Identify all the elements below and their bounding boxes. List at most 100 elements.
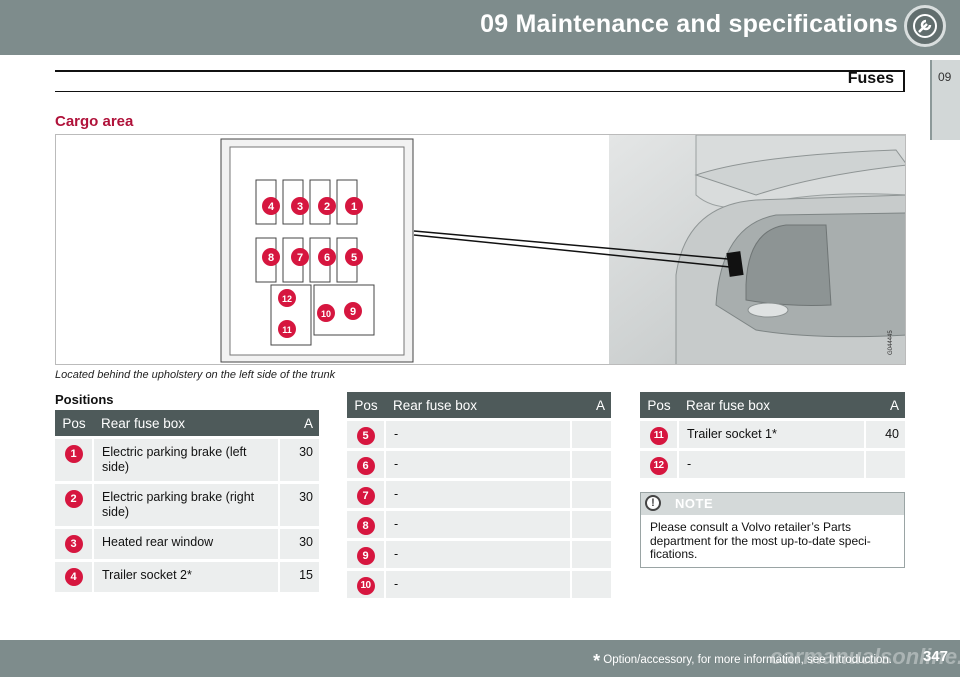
position-badge: 7 (356, 487, 375, 505)
col-amps: A (571, 392, 611, 420)
fuse-marker (278, 289, 296, 307)
description-cell: - (384, 568, 571, 598)
position-badge: 3 (64, 535, 83, 553)
section-title: Fuses (847, 70, 894, 87)
fuse-marker (318, 248, 336, 266)
amperage-cell: 40 (864, 418, 905, 450)
fuse-marker-label: 12 (282, 294, 292, 304)
col-rear-fuse-box: Rear fuse box (678, 392, 865, 420)
figure-caption: Located behind the upholstery on the lef… (55, 369, 336, 381)
position-badge: 12 (649, 457, 668, 475)
pos-cell: 11 (640, 418, 678, 450)
fuse-marker-label: 7 (297, 252, 303, 264)
col-pos: Pos (347, 392, 385, 420)
fuse-marker-label: 10 (321, 309, 331, 319)
position-badge: 1 (64, 445, 83, 463)
fuse-marker (262, 197, 280, 215)
amperage-cell: 30 (278, 481, 319, 528)
description-cell: - (384, 448, 571, 480)
table-row: 10- (347, 568, 611, 598)
amperage-cell (570, 538, 611, 570)
table-row: 8- (347, 508, 611, 540)
asterisk: * (593, 651, 601, 671)
pos-cell: 12 (640, 448, 678, 478)
footer-bar (0, 640, 960, 677)
fuse-marker-label: 6 (324, 252, 330, 264)
fuse-marker-label: 9 (350, 306, 356, 318)
table-row: 7- (347, 478, 611, 510)
col-pos: Pos (640, 392, 678, 420)
position-badge: 9 (356, 547, 375, 565)
description-cell: Trailer socket 1* (677, 418, 865, 450)
pos-cell: 5 (347, 418, 385, 450)
amperage-cell (570, 418, 611, 450)
description-cell: - (384, 478, 571, 510)
description-cell: - (384, 508, 571, 540)
positions-heading: Positions (55, 392, 114, 407)
section-bar (55, 70, 905, 92)
pos-cell: 6 (347, 448, 385, 480)
description-cell: Electric parking brake (left side) (92, 436, 279, 483)
description-cell: Heated rear window (92, 526, 279, 561)
pos-cell: 3 (55, 526, 93, 561)
fuse-marker-label: 3 (297, 201, 303, 213)
pos-cell: 2 (55, 481, 93, 528)
image-code: G044445 (888, 330, 894, 355)
pos-cell: 10 (347, 568, 385, 598)
pos-cell: 4 (55, 559, 93, 592)
watermark: carmanualsonline.info (770, 644, 960, 669)
fuse-marker-label: 8 (268, 252, 274, 264)
pos-cell: 1 (55, 436, 93, 483)
amperage-cell: 30 (278, 436, 319, 483)
fuse-marker (291, 248, 309, 266)
position-badge: 10 (356, 577, 375, 595)
footer-note: * Option/accessory, for more information… (593, 651, 892, 672)
fuse-marker (317, 304, 335, 322)
position-badge: 8 (356, 517, 375, 535)
chapter-side-tab[interactable] (930, 60, 960, 140)
col-pos: Pos (55, 410, 93, 438)
description-cell: - (384, 538, 571, 570)
col-amps: A (865, 392, 905, 420)
fuse-marker-label: 4 (268, 201, 275, 213)
fuse-marker (262, 248, 280, 266)
fuse-marker (278, 320, 296, 338)
table-row: 12- (640, 448, 905, 478)
side-tab-label: 09 (938, 70, 952, 84)
section-bar-rule (55, 70, 905, 72)
col-amps: A (279, 410, 319, 438)
info-icon: ! (645, 495, 661, 511)
fuse-marker-label: 2 (324, 201, 330, 213)
note-text: Please consult a Volvo retailer’s Parts … (650, 520, 871, 561)
fuse-marker (291, 197, 309, 215)
pos-cell: 8 (347, 508, 385, 540)
fuse-marker (344, 302, 362, 320)
note-box: ! NOTE Please consult a Volvo retailer’s… (640, 492, 905, 568)
subheading: Cargo area (55, 113, 134, 130)
position-badge: 4 (64, 568, 83, 586)
note-header: ! NOTE (641, 493, 904, 515)
page-number: 347 (922, 648, 948, 665)
amperage-cell (570, 508, 611, 540)
amperage-cell: 15 (278, 559, 319, 592)
fuse-marker (345, 248, 363, 266)
description-cell: Electric parking brake (right side) (92, 481, 279, 528)
position-badge: 2 (64, 490, 83, 508)
position-badge: 5 (356, 427, 375, 445)
note-label: NOTE (675, 496, 714, 511)
position-badge: 6 (356, 457, 375, 475)
amperage-cell (570, 478, 611, 510)
amperage-cell (570, 568, 611, 598)
description-cell: - (384, 418, 571, 450)
amperage-cell: 30 (278, 526, 319, 561)
table-row: 5- (347, 418, 611, 450)
header-bar (0, 0, 960, 55)
col-rear-fuse-box: Rear fuse box (385, 392, 571, 420)
